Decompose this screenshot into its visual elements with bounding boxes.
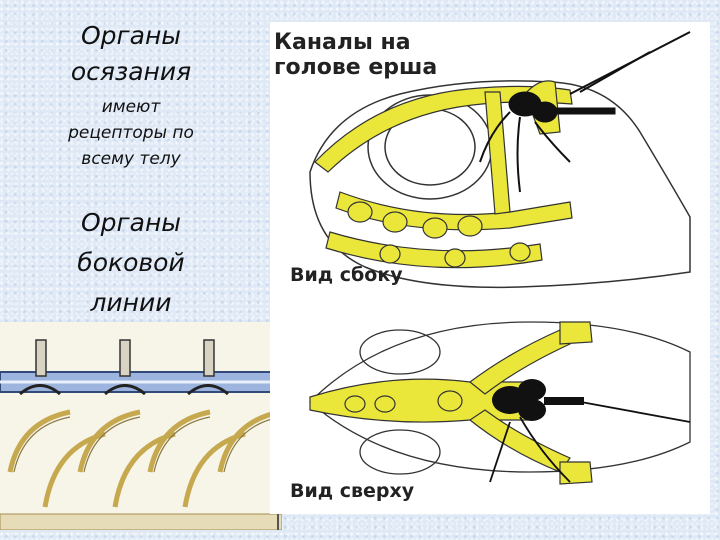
lateral-line-drawing: [0, 322, 282, 530]
figure-title: Каналы на голове ерша: [274, 30, 438, 80]
side-view-label: Вид сбоку: [290, 264, 403, 286]
top-view-label: Вид сверху: [290, 480, 415, 502]
lateral-line-illustration: [0, 322, 282, 530]
head-canals-figure: Каналы на голове ерша Вид сбоку Вид свер…: [270, 22, 710, 514]
ruffe-head-drawing: [309, 31, 691, 485]
